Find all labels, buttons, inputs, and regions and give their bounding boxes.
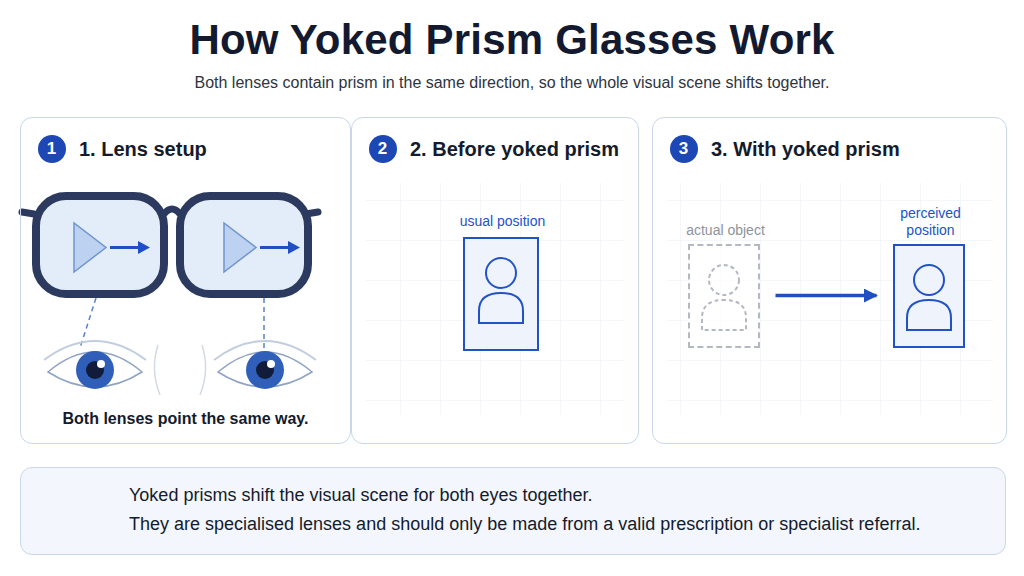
panel: 2. Before yoked prism 2 usual position xyxy=(351,117,639,444)
shift-arrow xyxy=(776,294,877,298)
callout-number: 1 xyxy=(38,135,66,163)
step-badge: 2 xyxy=(369,135,397,163)
prism-triangle xyxy=(74,223,106,272)
step-badge: 1 xyxy=(38,135,66,163)
object-box: usual position xyxy=(463,237,539,351)
diagram-title: How Yoked Prism Glasses Work xyxy=(0,16,1024,64)
node-text: actual object xyxy=(686,222,766,240)
callout-number: 2 xyxy=(369,135,397,163)
node-text: They are specialised lenses and should o… xyxy=(129,514,920,535)
panel: 3. With yoked prism 3 actual object perceiv… xyxy=(652,117,1007,444)
person-icon xyxy=(895,246,963,346)
person-icon xyxy=(690,246,758,346)
perceived-position-box: perceived position xyxy=(893,244,965,348)
panel-heading: 1. Lens setup xyxy=(79,138,207,161)
node-text: perceived position xyxy=(891,205,971,240)
callout-number: 3 xyxy=(670,135,698,163)
actual-object-box: actual object xyxy=(688,244,760,348)
person-icon xyxy=(465,239,537,349)
node-text: Yoked prisms shift the visual scene for … xyxy=(129,485,593,506)
node-text: Both lenses point the same way. xyxy=(21,410,350,428)
panel: 1. Lens setupBoth lenses point the same … xyxy=(20,117,351,444)
panel-heading: 2. Before yoked prism xyxy=(410,138,619,161)
panel-heading: 3. With yoked prism xyxy=(711,138,900,161)
node-text: usual position xyxy=(423,213,583,231)
prism-triangle xyxy=(224,223,256,272)
grid-background xyxy=(667,183,993,415)
grid-background xyxy=(366,183,624,415)
glasses-illustration xyxy=(22,196,318,348)
step-badge: 3 xyxy=(670,135,698,163)
eyes-illustration xyxy=(44,341,316,395)
safety-note-box: Yoked prisms shift the visual scene for … xyxy=(20,467,1006,555)
diagram-caption: Both lenses contain prism in the same di… xyxy=(0,74,1024,92)
